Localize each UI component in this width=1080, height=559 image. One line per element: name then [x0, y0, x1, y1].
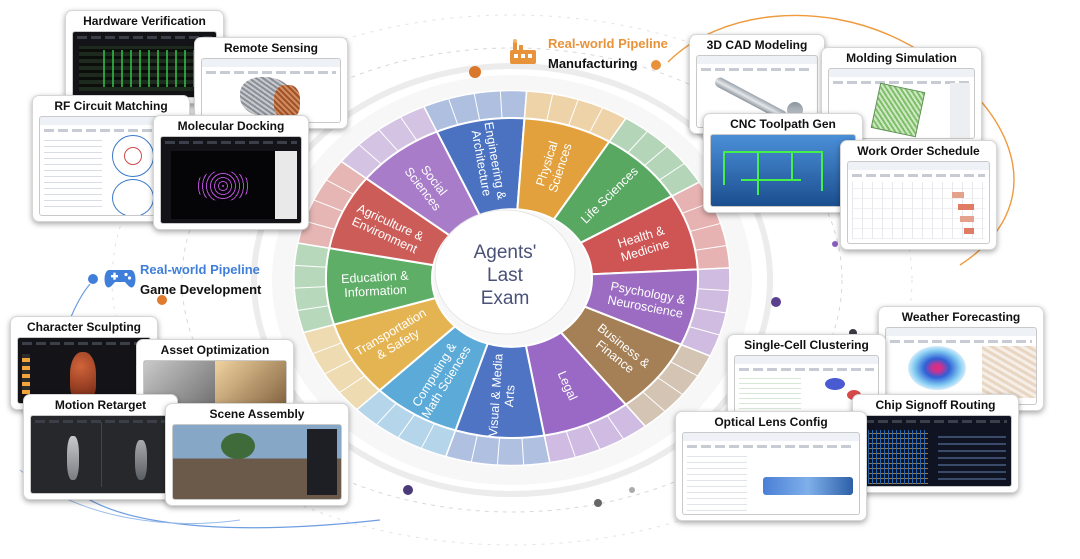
outer-ring-divider [376, 402, 397, 426]
card-scene-assembly[interactable]: Scene Assembly [165, 403, 349, 506]
outer-ring-divider [546, 93, 554, 121]
outer-ring-divider [378, 129, 399, 152]
card-title: Hardware Verification [83, 14, 206, 28]
outer-ring-divider [627, 130, 648, 154]
screenshot-gantt [847, 161, 990, 244]
outer-ring-divider [324, 359, 353, 375]
outer-ring-divider [473, 93, 481, 121]
card-title: Asset Optimization [160, 343, 270, 357]
outer-ring-divider [325, 179, 354, 195]
outer-ring-divider [304, 220, 335, 230]
card-title: Work Order Schedule [857, 144, 980, 158]
card-work-order-schedule[interactable]: Work Order Schedule [840, 140, 997, 250]
outer-ring-divider [657, 377, 683, 396]
manufacturing-pipeline-title: Real-world Pipeline [548, 36, 668, 51]
card-title: 3D CAD Modeling [706, 38, 808, 52]
screenshot-waveform-viewer [72, 31, 217, 98]
card-title: RF Circuit Matching [54, 99, 168, 113]
card-title: Motion Retarget [54, 398, 147, 412]
outer-ring-divider [496, 437, 501, 466]
screenshot-toolpath [710, 134, 856, 207]
screenshot-scene-editor [172, 424, 342, 500]
card-title: Weather Forecasting [901, 310, 1021, 324]
outer-ring-divider [499, 90, 503, 119]
card-weather-forecasting[interactable]: Weather Forecasting [878, 306, 1044, 411]
outer-ring-divider [400, 116, 418, 141]
factory-icon [508, 38, 538, 66]
outer-ring-grid [293, 89, 731, 467]
outer-ring-divider [589, 107, 604, 133]
outer-ring-divider [670, 361, 699, 377]
sector-label-psychology-neuroscience: Psychology &Neuroscience [606, 279, 687, 321]
center-title-line-3: Exam [481, 288, 530, 309]
outer-ring-divider [568, 99, 579, 126]
outer-ring-divider [358, 144, 382, 165]
center-hub: Agents' Last Exam [434, 209, 576, 335]
card-title: Molecular Docking [177, 119, 285, 133]
card-title: Molding Simulation [846, 51, 957, 65]
outer-ring-divider [313, 199, 344, 212]
card-motion-retarget[interactable]: Motion Retarget [23, 394, 178, 500]
card-molecular-docking[interactable]: Molecular Docking [153, 115, 309, 230]
card-title: CNC Toolpath Gen [730, 117, 836, 131]
outer-ring-divider [521, 437, 525, 466]
card-rf-circuit-matching[interactable]: RF Circuit Matching [32, 95, 190, 222]
outer-ring-divider [294, 286, 327, 289]
center-title-line-2: Last [487, 265, 524, 286]
card-title: Remote Sensing [223, 41, 319, 55]
outer-ring-divider [397, 414, 416, 439]
screenshot-sculpt-viewport [17, 337, 151, 404]
outer-ring-divider [297, 305, 329, 312]
outer-ring-divider [470, 435, 478, 463]
outer-ring-divider [606, 415, 624, 440]
outer-ring-divider [694, 307, 727, 314]
card-title: Chip Signoff Routing [875, 398, 996, 412]
outer-ring-divider [294, 264, 327, 268]
card-title: Optical Lens Config [714, 415, 828, 429]
outer-ring-divider [658, 162, 685, 181]
outer-ring-divider [644, 145, 668, 167]
center-title-line-1: Agents' [474, 242, 537, 263]
manufacturing-pipeline-name: Manufacturing [548, 56, 638, 71]
outer-ring-divider [695, 244, 727, 251]
manufacturing-connector-dot [651, 60, 661, 70]
outer-ring-divider [312, 342, 343, 355]
outer-ring-divider [689, 326, 720, 336]
card-chip-signoff-routing[interactable]: Chip Signoff Routing [852, 394, 1019, 493]
outer-ring-divider [642, 391, 666, 412]
card-optical-lens-config[interactable]: Optical Lens Config [675, 411, 867, 521]
game-connector-dot [88, 274, 98, 284]
game-controller-icon [103, 266, 137, 290]
screenshot-gis-map [201, 58, 341, 123]
card-hardware-verification[interactable]: Hardware Verification [65, 10, 224, 104]
card-cnc-toolpath-gen[interactable]: CNC Toolpath Gen [703, 113, 863, 213]
domain-sectors [325, 117, 699, 439]
outer-ring-divider [448, 98, 459, 126]
sector-label-visual-media-arts: Visual & MediaArts [486, 353, 520, 438]
screenshot-weather-map [885, 327, 1037, 405]
outer-ring-divider [565, 430, 576, 458]
outer-ring-divider [697, 288, 730, 292]
card-title: Single-Cell Clustering [744, 338, 869, 352]
card-title: Scene Assembly [209, 407, 305, 421]
sector-label-education-information: Education &Information [341, 269, 410, 301]
outer-ring-divider [420, 423, 435, 449]
screenshot-retarget-views [30, 415, 171, 494]
outer-ring-divider [689, 222, 721, 232]
screenshot-protein-viewer [160, 136, 302, 224]
outer-ring-divider [586, 424, 601, 450]
card-remote-sensing[interactable]: Remote Sensing [194, 37, 348, 129]
outer-ring-divider [339, 375, 366, 394]
card-molding-simulation[interactable]: Molding Simulation [821, 47, 982, 145]
screenshot-lens-designer [682, 432, 860, 515]
game-pipeline-title: Real-world Pipeline [140, 262, 260, 277]
screenshot-chip-layout [859, 415, 1012, 487]
card-title: Character Sculpting [26, 320, 142, 334]
game-pipeline-name: Game Development [140, 282, 262, 297]
